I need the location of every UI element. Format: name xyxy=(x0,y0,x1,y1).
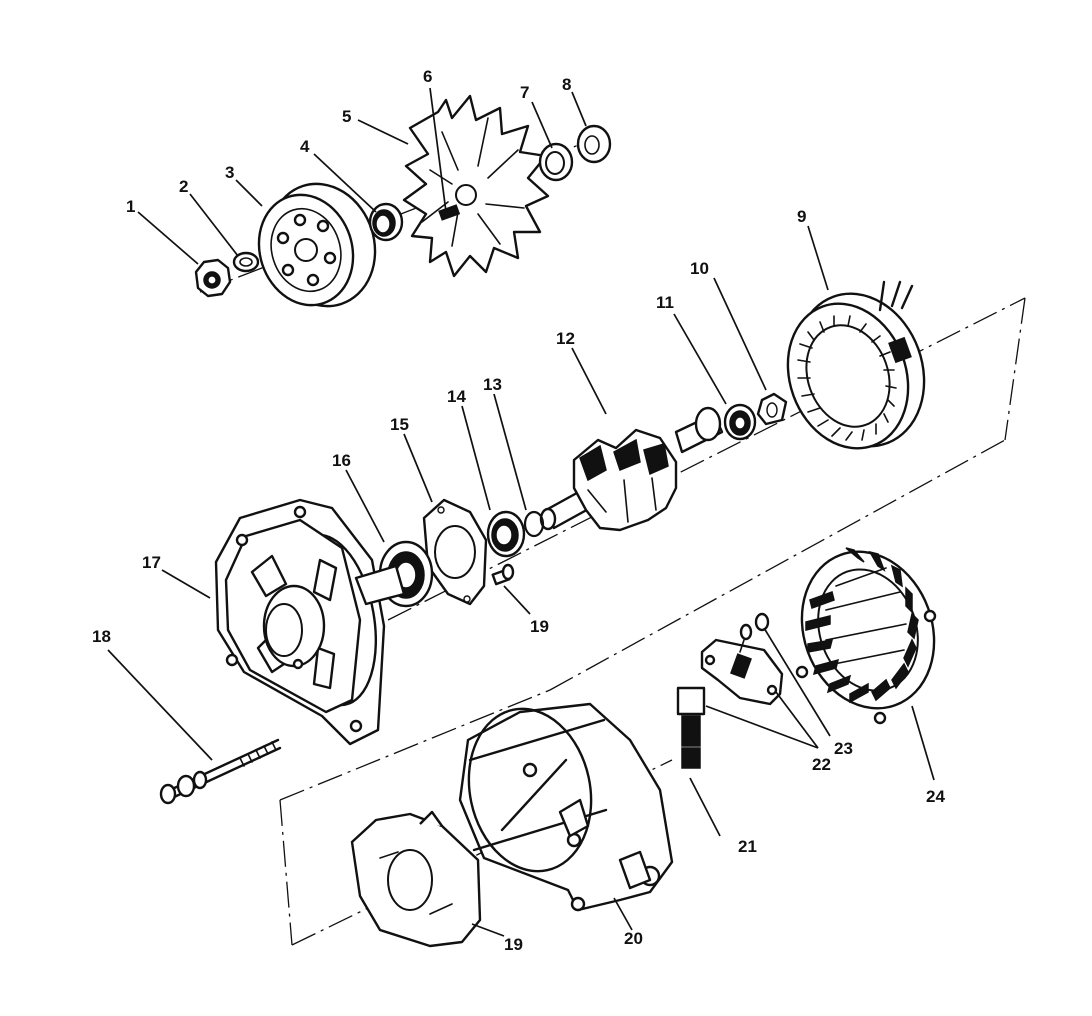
callout-2: 2 xyxy=(179,177,188,196)
rear-axis-line xyxy=(549,439,1006,691)
callout-10: 10 xyxy=(690,259,709,278)
nut-part xyxy=(194,258,232,298)
stator-part xyxy=(786,280,926,450)
callout-16: 16 xyxy=(332,451,351,470)
callout-15: 15 xyxy=(390,415,409,434)
callout-6: 6 xyxy=(423,67,432,86)
callout-20: 20 xyxy=(624,929,643,948)
callout-9: 9 xyxy=(797,207,806,226)
spacer-part xyxy=(368,202,404,242)
rear-drop-line xyxy=(279,799,293,946)
callout-19-cover: 19 xyxy=(504,935,523,954)
snap-ring-part xyxy=(523,510,545,538)
callout-labels: 1 2 3 4 5 6 7 8 9 10 11 12 13 14 15 16 1… xyxy=(92,67,945,954)
callout-24: 24 xyxy=(926,787,945,806)
callout-4: 4 xyxy=(300,137,310,156)
callout-18: 18 xyxy=(92,627,111,646)
callout-5: 5 xyxy=(342,107,351,126)
rear-link-line xyxy=(279,689,551,801)
drive-end-frame-part xyxy=(214,498,406,746)
rear-housing-part xyxy=(795,547,937,725)
screw-part xyxy=(491,563,515,586)
callout-14: 14 xyxy=(447,387,466,406)
rectifier-cover-part xyxy=(350,810,482,948)
callout-17: 17 xyxy=(142,553,161,572)
callout-11: 11 xyxy=(656,293,674,312)
frame-link-line xyxy=(1004,297,1026,441)
lock-washer-part xyxy=(232,251,260,273)
slip-ring-end-frame-part xyxy=(458,702,674,912)
rotor-spacer-part xyxy=(756,392,788,426)
callout-7: 7 xyxy=(520,83,529,102)
inner-spacer-part xyxy=(538,142,574,182)
washer-part xyxy=(576,124,612,164)
callout-1: 1 xyxy=(126,197,135,216)
fan-part xyxy=(402,94,550,278)
callout-12: 12 xyxy=(556,329,575,348)
callout-23: 23 xyxy=(834,739,853,758)
leader-lines xyxy=(107,87,935,937)
rear-bearing-part xyxy=(723,403,757,441)
callout-22: 22 xyxy=(812,755,831,774)
retainer-plate-part xyxy=(422,498,488,606)
brushes-part xyxy=(676,686,706,769)
callout-21: 21 xyxy=(738,837,757,856)
brush-holder-screws-part xyxy=(739,612,770,653)
pulley-part xyxy=(257,182,377,308)
callout-19-screw: 19 xyxy=(530,617,549,636)
rotor-part xyxy=(539,406,724,532)
brush-holder-part xyxy=(700,638,784,706)
callout-13: 13 xyxy=(483,375,502,394)
callout-8: 8 xyxy=(562,75,571,94)
callout-3: 3 xyxy=(225,163,234,182)
front-bearing-part xyxy=(486,510,526,558)
through-bolt-part xyxy=(159,738,282,805)
